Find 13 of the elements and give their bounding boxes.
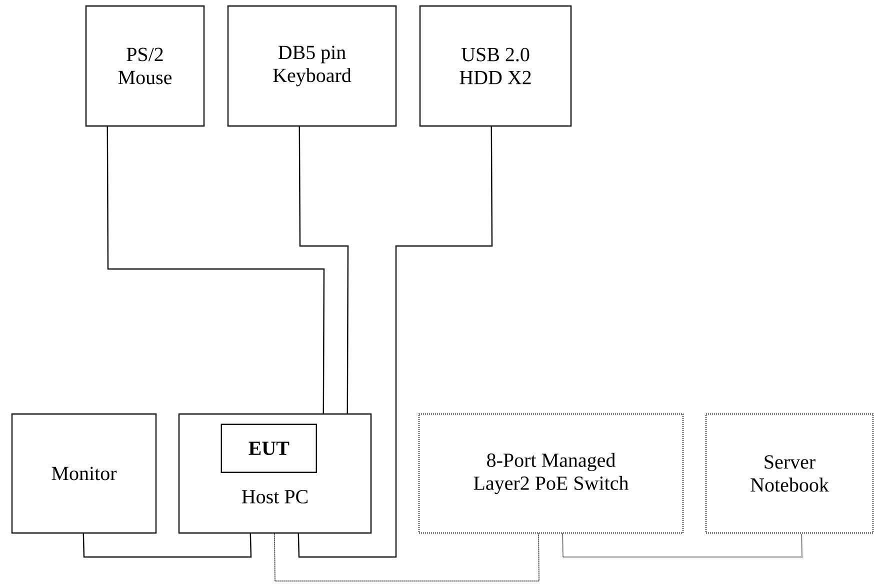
- cable-line: [562, 533, 803, 558]
- device-box: 8-Port Managed Layer2 PoE Switch: [418, 414, 684, 534]
- device-box: USB 2.0 HDD X2: [419, 5, 572, 127]
- device-box: Server Notebook: [706, 414, 874, 534]
- cable-line: [298, 126, 349, 414]
- label-box: EUT: [220, 424, 317, 473]
- cable-line: [298, 126, 493, 558]
- cable-line: [106, 126, 325, 414]
- device-box: DB5 pin Keyboard: [227, 5, 397, 127]
- device-box: Monitor: [11, 413, 157, 534]
- cable-line: [274, 533, 540, 582]
- cable-line: [82, 534, 252, 558]
- device-box: PS/2 Mouse: [85, 5, 205, 127]
